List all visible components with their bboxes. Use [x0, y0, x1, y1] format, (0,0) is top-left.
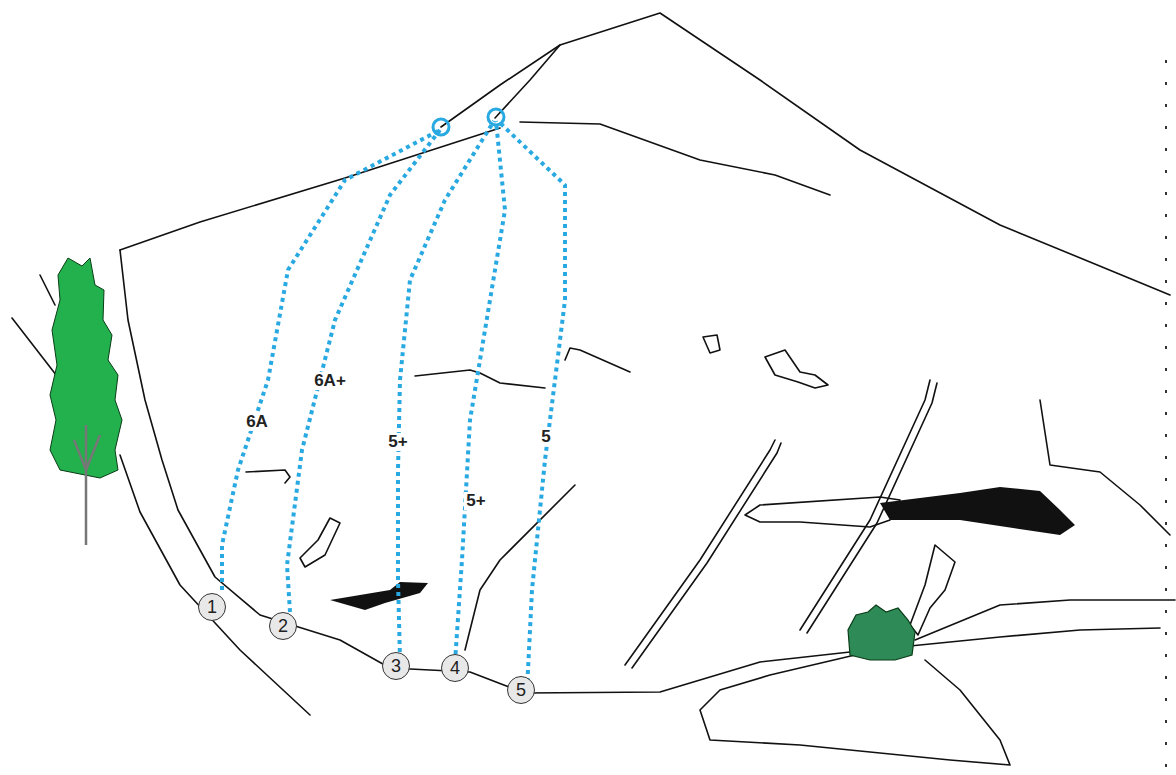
route-grade: 6A+: [312, 372, 348, 391]
callout-number: 2: [278, 617, 288, 635]
route-grade: 5+: [464, 492, 487, 511]
route-grade: 5: [539, 428, 552, 447]
callout-number: 5: [516, 681, 526, 699]
route-grade: 6A: [244, 413, 270, 432]
route-number-circle: 4: [441, 654, 469, 682]
route-number-circle: 3: [382, 652, 410, 680]
route-grade: 5+: [386, 433, 409, 452]
callout-number: 3: [391, 657, 401, 675]
route-number-circle: 2: [269, 612, 297, 640]
callout-number: 1: [207, 598, 217, 616]
route-number-circle: 5: [507, 676, 535, 704]
callout-number: 4: [450, 659, 460, 677]
route-number-circle: 1: [198, 593, 226, 621]
